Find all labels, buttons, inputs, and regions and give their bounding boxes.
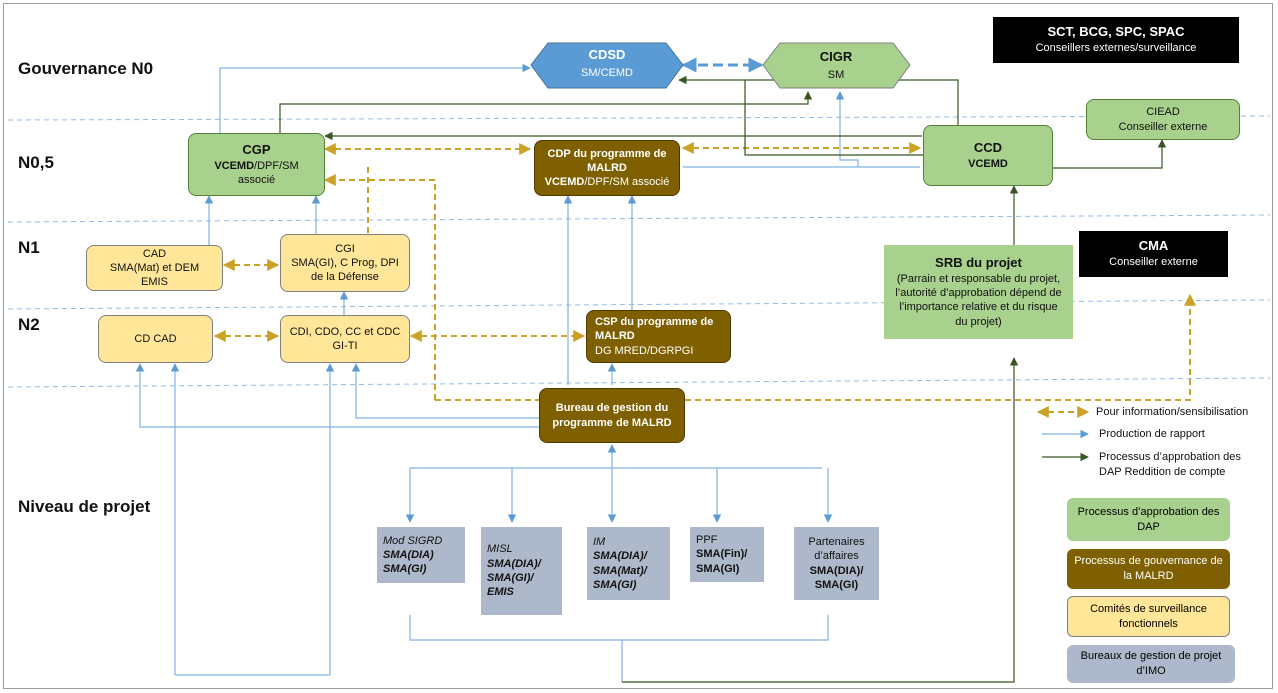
project-org: SMA(Fin)/ <box>696 548 748 561</box>
csp-subtitle: DG MRED/DGRPGI <box>595 344 694 357</box>
level-label-n0: Gouvernance N0 <box>18 59 154 78</box>
cma-subtitle: Conseiller externe <box>1109 256 1198 269</box>
project-org: SMA(GI) <box>383 563 427 576</box>
project-box-partenaires: Partenaires d’affaires SMA(DIA)/ SMA(GI) <box>794 527 879 600</box>
project-box-im: IM SMA(DIA)/ SMA(Mat)/ SMA(GI) <box>587 527 670 600</box>
cd-cad-label: CD CAD <box>134 332 177 345</box>
diagram-frame <box>3 3 1273 689</box>
srb-description: (Parrain et responsable du projet, l’aut… <box>895 272 1062 328</box>
legend-committees-box: Comités de surveillance fonctionnels <box>1067 596 1230 637</box>
project-org: SMA(DIA)/ <box>593 550 647 563</box>
legend-approval-line-label: Processus d’approbation des DAP Redditio… <box>1099 451 1241 478</box>
ciead-box: CIEAD Conseiller externe <box>1086 99 1240 140</box>
cdp-subtitle-bold: VCEMD <box>544 176 585 189</box>
ccd-box: CCD VCEMD <box>923 125 1053 186</box>
project-box-mod-sigrd: Mod SIGRD SMA(DIA) SMA(GI) <box>377 527 465 583</box>
cigr-title: CIGR <box>820 49 853 64</box>
legend-lines <box>1036 406 1090 462</box>
cd-cad-box: CD CAD <box>98 315 213 363</box>
cgp-subtitle: VCEMD/DPF/SM associé <box>195 159 318 188</box>
cad-box: CAD SMA(Mat) et DEM EMIS <box>86 245 223 291</box>
csp-title: CSP du programme de MALRD <box>595 316 714 343</box>
level-dividers <box>7 115 1271 388</box>
cigr-hexagon <box>762 42 911 89</box>
legend-approval-box: Processus d’approbation des DAP <box>1067 498 1230 541</box>
cma-box: CMA Conseiller externe <box>1079 231 1228 277</box>
project-org: SMA(GI) <box>696 562 740 575</box>
sct-box: SCT, BCG, SPC, SPAC Conseillers externes… <box>993 17 1239 63</box>
project-name: d’affaires <box>814 550 859 563</box>
project-name: MISL <box>487 543 513 556</box>
project-org: SMA(GI) <box>593 578 637 591</box>
cdi-box: CDI, CDO, CC et CDC GI-TI <box>280 315 410 363</box>
cdi-line2: GI-TI <box>332 340 358 352</box>
cdsd-title: CDSD <box>589 47 626 62</box>
cad-line2: SMA(Mat) et DEM <box>109 261 200 274</box>
cdi-line1: CDI, CDO, CC et CDC <box>289 325 401 338</box>
cad-line1: CAD <box>142 247 167 260</box>
cgi-line3: de la Défense <box>311 271 379 284</box>
cad-line3: EMIS <box>141 276 168 289</box>
sct-subtitle: Conseillers externes/surveillance <box>1035 42 1197 55</box>
project-org: SMA(DIA) <box>383 548 434 561</box>
cdsd-hexagon <box>530 42 684 89</box>
cgp-title: CGP <box>242 141 271 157</box>
cdp-subtitle-rest: /DPF/SM associé <box>584 176 670 189</box>
project-name: PPF <box>696 534 718 547</box>
legend-project-offices-box: Bureaux de gestion de projet d’IMO <box>1067 645 1235 683</box>
project-org: SMA(GI)/ <box>487 572 534 584</box>
level-label-n1: N1 <box>18 238 40 257</box>
report-connectors <box>135 63 920 682</box>
legend-governance-box: Processus de gouvernance de la MALRD <box>1067 549 1230 589</box>
legend-info-label: Pour information/sensibilisation <box>1096 406 1249 418</box>
cgi-box: CGI SMA(GI), C Prog, DPI de la Défense <box>280 234 410 292</box>
project-org: SMA(DIA)/ <box>809 564 864 577</box>
level-label-projet: Niveau de projet <box>18 497 151 516</box>
legend-report-label: Production de rapport <box>1099 428 1205 440</box>
project-box-misl: MISL SMA(DIA)/ SMA(GI)/ EMIS <box>481 527 562 615</box>
sct-title: SCT, BCG, SPC, SPAC <box>1047 24 1185 40</box>
cgi-line2: SMA(GI), C Prog, DPI <box>291 256 399 269</box>
cgp-subtitle-rest: /DPF/SM associé <box>237 159 299 186</box>
level-label-n2: N2 <box>18 315 40 334</box>
approval-connectors <box>279 75 1167 683</box>
project-org: SMA(DIA)/ <box>487 557 541 570</box>
level-label-n05: N0,5 <box>18 153 54 172</box>
cgp-box: CGP VCEMD/DPF/SM associé <box>188 133 325 196</box>
cdp-box: CDP du programme de MALRD VCEMD/DPF/SM a… <box>534 140 680 196</box>
srb-box: SRB du projet (Parrain et responsable du… <box>884 245 1073 339</box>
ccd-subtitle: VCEMD <box>968 157 1008 170</box>
project-org: SMA(GI) <box>814 578 859 591</box>
ciead-title: CIEAD <box>1146 106 1180 119</box>
project-name: Partenaires <box>808 535 865 548</box>
ccd-title: CCD <box>973 139 1003 155</box>
project-org: EMIS <box>487 586 514 599</box>
cigr-subtitle: SM <box>828 69 845 81</box>
cdp-subtitle: VCEMD/DPF/SM associé <box>545 175 670 189</box>
bureau-box: Bureau de gestion du programme de MALRD <box>539 388 685 443</box>
info-connectors <box>213 142 1196 401</box>
cgi-line1: CGI <box>335 242 355 255</box>
project-name: IM <box>593 535 606 548</box>
cdsd-subtitle: SM/CEMD <box>581 67 633 79</box>
ciead-subtitle: Conseiller externe <box>1118 120 1208 133</box>
cgp-subtitle-bold: VCEMD <box>214 159 255 172</box>
srb-title: SRB du projet <box>935 254 1022 270</box>
csp-box: CSP du programme de MALRD DG MRED/DGRPGI <box>586 310 731 363</box>
project-name: Mod SIGRD <box>383 534 443 547</box>
project-org: SMA(Mat)/ <box>593 564 647 577</box>
cdp-title: CDP du programme de MALRD <box>547 147 667 174</box>
cma-title: CMA <box>1138 238 1169 254</box>
project-box-ppf: PPF SMA(Fin)/ SMA(GI) <box>690 527 764 582</box>
bureau-label: Bureau de gestion du programme de MALRD <box>552 402 672 429</box>
